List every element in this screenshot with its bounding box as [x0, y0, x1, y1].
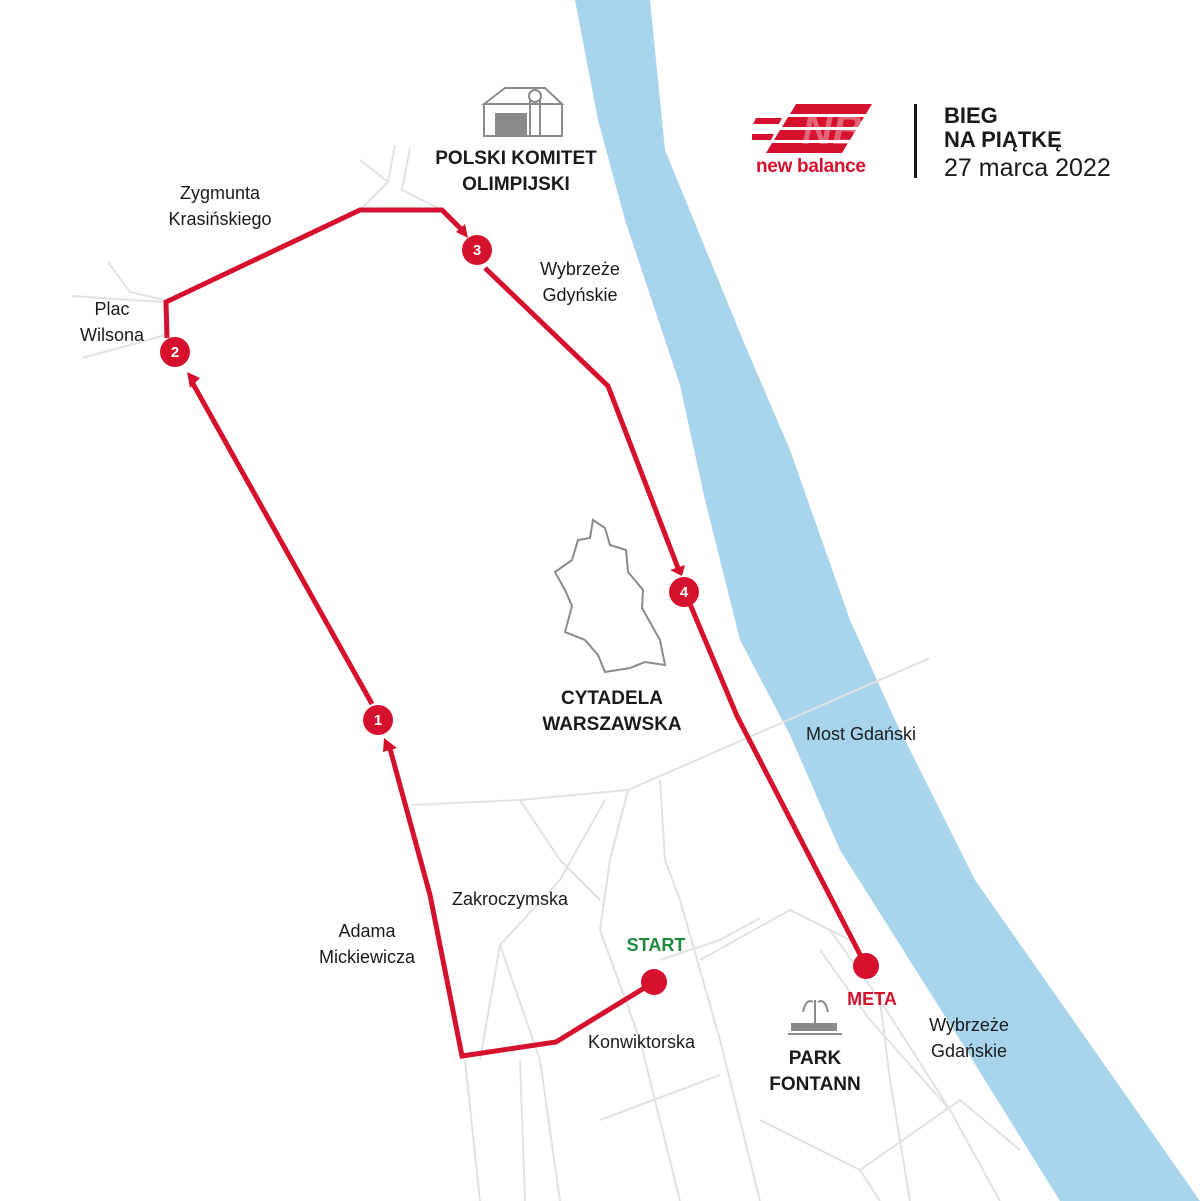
nb-logo-icon: NB: [749, 104, 872, 153]
brand-wordmark: new balance: [756, 156, 866, 177]
street-label-wybrzeze-gdynskie: Wybrzeże Gdyńskie: [540, 259, 620, 305]
arrow-to-checkpoint-2: [187, 372, 200, 388]
race-route: [163, 207, 869, 1059]
stadium-building-icon: [481, 87, 565, 137]
street-network: [71, 144, 1021, 1201]
checkpoint-1-number: 1: [374, 712, 382, 729]
arrow-to-checkpoint-1: [383, 738, 397, 752]
checkpoint-4-number: 4: [680, 584, 689, 601]
vistula-river: [575, 0, 1200, 1201]
event-title-line2: NA PIĄTKĘ: [944, 127, 1062, 152]
checkpoint-1: 1: [363, 705, 393, 735]
route-arrows: [187, 224, 685, 752]
citadel-label: CYTADELA WARSZAWSKA: [542, 688, 682, 735]
event-title-block: BIEG NA PIĄTKĘ 27 marca 2022: [944, 104, 1111, 183]
checkpoint-2: 2: [160, 337, 190, 367]
start-marker: [641, 969, 667, 995]
header-divider: [914, 104, 917, 178]
new-balance-brand: NB new balance: [749, 100, 892, 182]
citadel-outline: [553, 518, 667, 674]
event-date: 27 marca 2022: [944, 154, 1111, 182]
event-title-line1: BIEG: [944, 103, 998, 128]
svg-text:NB: NB: [802, 106, 863, 153]
checkpoint-3-number: 3: [473, 242, 481, 259]
checkpoint-4: 4: [669, 577, 699, 607]
street-label-wybrzeze-gdanskie: Wybrzeże Gdańskie: [929, 1015, 1009, 1061]
start-label: START: [626, 935, 686, 955]
finish-marker: [853, 953, 879, 979]
arrow-to-checkpoint-4: [670, 565, 685, 576]
fountain-icon: [788, 1000, 842, 1035]
street-label-plac-wilsona: Plac Wilsona: [79, 299, 145, 345]
arrow-to-checkpoint-3: [456, 224, 468, 238]
checkpoint-3: 3: [462, 235, 492, 265]
checkpoint-2-number: 2: [171, 344, 179, 361]
street-label-krasinskiego: Zygmunta Krasińskiego: [168, 183, 272, 229]
park-label: PARK FONTANN: [769, 1048, 861, 1095]
street-label-mickiewicza: Adama Mickiewicza: [318, 921, 415, 967]
street-label-konwiktorska: Konwiktorska: [588, 1032, 696, 1052]
street-label-zakroczymska: Zakroczymska: [452, 889, 569, 909]
street-label-most-gdanski: Most Gdański: [806, 724, 917, 744]
olympic-committee-label: POLSKI KOMITET OLIMPIJSKI: [435, 148, 597, 195]
finish-label: META: [847, 989, 897, 1009]
